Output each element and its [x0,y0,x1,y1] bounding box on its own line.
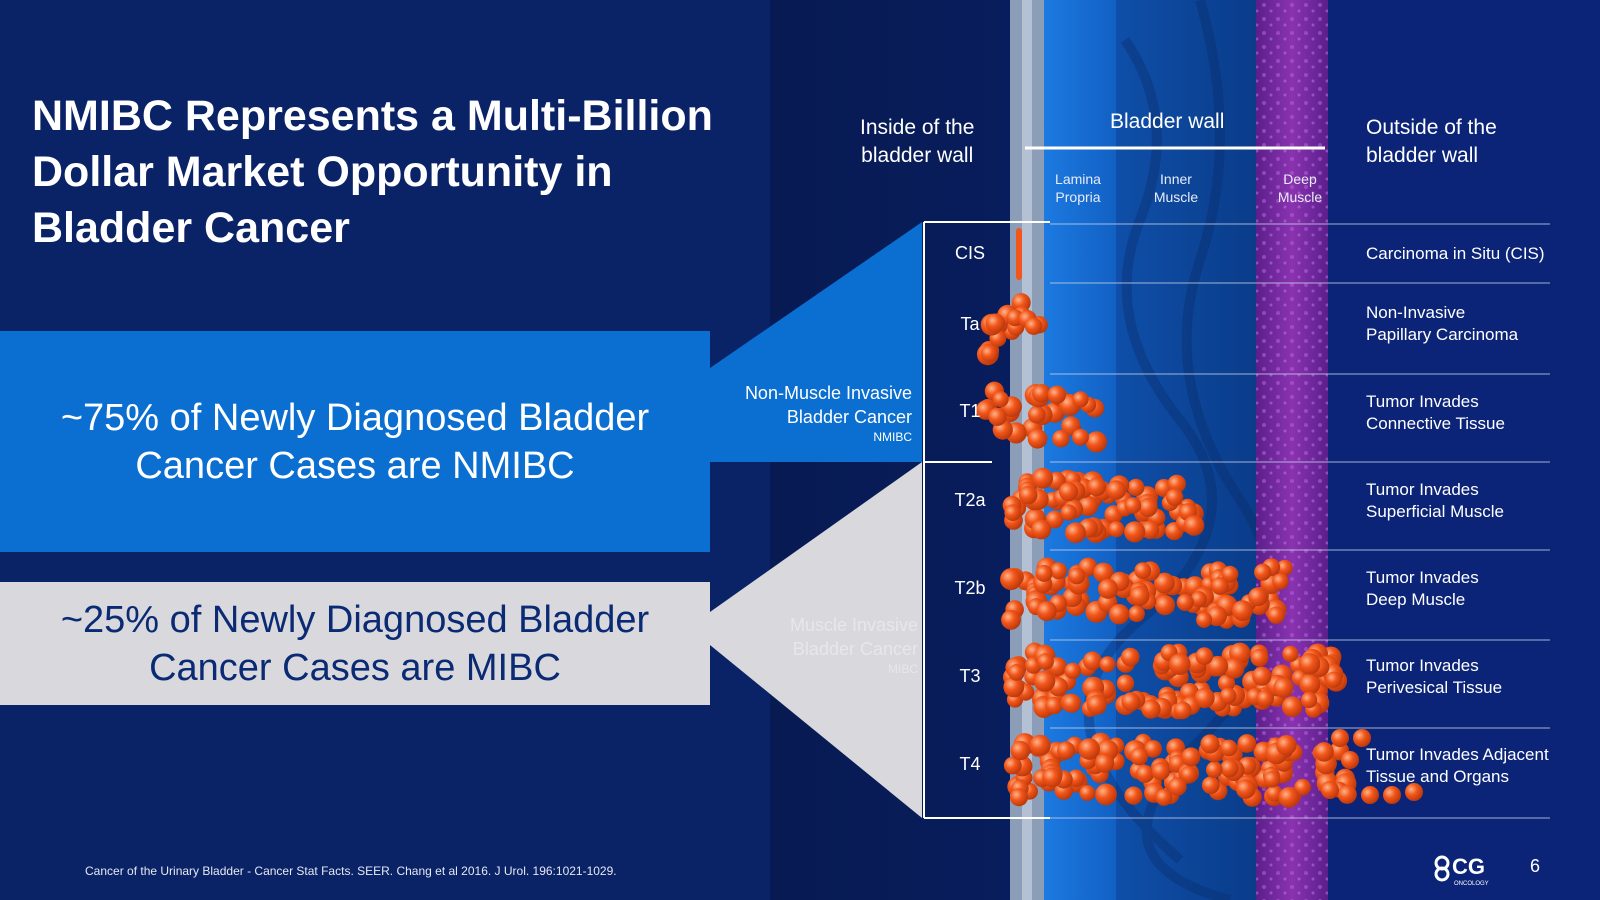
tumor-ta [976,293,1048,366]
tumor-t4-extension [1321,729,1423,804]
nmibc-abbr: NMIBC [873,430,912,444]
layer-label-lamina-propria: Lamina Propria [1055,171,1101,205]
tumor-t2a [1002,467,1205,544]
footnote-citation: Cancer of the Urinary Bladder - Cancer S… [85,864,617,878]
nmibc-category-label: Non-Muscle Invasive Bladder Cancer NMIBC [700,381,912,445]
mibc-connector [710,462,922,818]
stage-desc-t2b: Tumor Invades Deep Muscle [1366,568,1479,609]
layer-label-inner-muscle: Inner Muscle [1153,171,1199,205]
stage-desc-cis: Carcinoma in Situ (CIS) [1366,244,1545,263]
stage-code-ta: Ta [960,314,980,334]
stage-desc-t4: Tumor Invades Adjacent Tissue and Organs [1366,745,1549,786]
nmibc-label-line1: Non-Muscle Invasive [744,383,912,403]
stage-desc-t3: Tumor Invades Perivesical Tissue [1366,656,1503,697]
tumor-t1 [976,381,1107,453]
stage-desc-t1: Tumor Invades Connective Tissue [1366,392,1505,433]
mibc-share-band: ~25% of Newly Diagnosed Bladder Cancer C… [0,582,710,705]
inside-wall-header: Inside of the bladder wall [860,116,975,167]
stage-desc-ta: Non-Invasive Papillary Carcinoma [1366,303,1519,344]
tumor-clusters [976,293,1423,808]
cg-oncology-logo: CG ONCOLOGY [1434,854,1489,887]
mibc-label-line1: Muscle Invasive [789,615,918,635]
nmibc-share-text: ~75% of Newly Diagnosed Bladder Cancer C… [60,396,650,487]
nmibc-share-band: ~75% of Newly Diagnosed Bladder Cancer C… [0,331,710,552]
stage-bracket [923,221,1050,819]
stage-code-t2b: T2b [954,578,986,598]
mibc-share-text: ~25% of Newly Diagnosed Bladder Cancer C… [60,598,650,689]
stage-code-t1: T1 [959,401,981,421]
svg-text:ONCOLOGY: ONCOLOGY [1454,881,1489,887]
stage-code-cis: CIS [954,243,985,263]
bladder-wall-header: Bladder wall [1110,110,1225,133]
stage-code-t2a: T2a [954,490,986,510]
layer-label-deep-muscle: Deep Muscle [1277,171,1323,205]
nmibc-connector [710,222,922,462]
svg-text:CG: CG [1452,854,1485,879]
nmibc-label-line2: Bladder Cancer [786,407,912,427]
stage-desc-t2a: Tumor Invades Superficial Muscle [1366,480,1504,521]
stage-code-t4: T4 [959,754,981,774]
mibc-abbr: MIBC [888,662,918,676]
stage-code-t3: T3 [959,666,981,686]
tumor-cis [1016,228,1022,280]
tumor-t3 [1003,642,1348,720]
tumor-t4 [1003,732,1357,808]
outside-wall-header: Outside of the bladder wall [1366,116,1497,167]
page-title: NMIBC Represents a Multi-Billion Dollar … [32,92,713,252]
mibc-category-label: Muscle Invasive Bladder Cancer MIBC [700,613,918,677]
mibc-label-line2: Bladder Cancer [792,639,918,659]
page-number: 6 [1530,856,1541,876]
tumor-t2b [1000,557,1293,630]
row-separators [1050,223,1550,819]
